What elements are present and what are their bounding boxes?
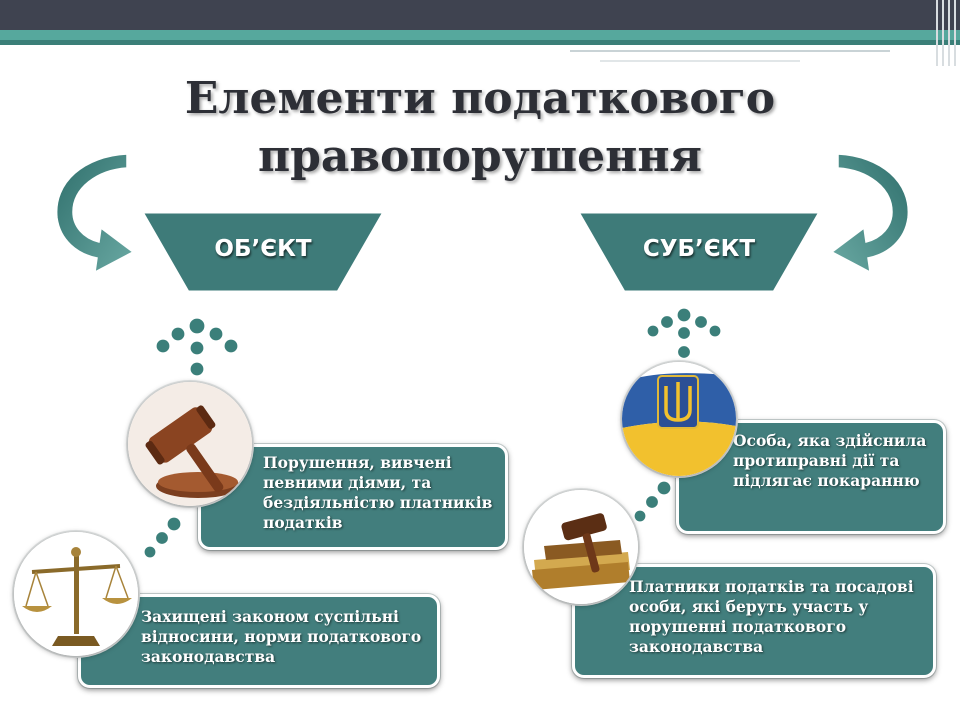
curved-arrow-right-icon [830, 153, 909, 273]
subject-header-shape [575, 210, 823, 294]
object-header-label: ОБ’ЄКТ [214, 236, 312, 262]
object-box-2: Захищені законом суспільні відносини, но… [78, 594, 440, 688]
deco-line [570, 50, 890, 52]
subject-box-1-text: Особа, яка здійснила протиправні дії та … [733, 431, 927, 490]
object-box-1-text: Порушення, вивчені певними діями, та без… [263, 453, 493, 532]
gavel-circle [128, 382, 252, 506]
edge-bars [932, 0, 960, 66]
top-stripe-dark [0, 40, 960, 45]
object-header-shape [139, 210, 387, 294]
trident-emblem-icon [622, 362, 736, 476]
title-line-1: Елементи податкового [184, 73, 776, 124]
emblem-circle [622, 362, 736, 476]
dot-cluster-left [155, 317, 239, 377]
curved-arrow-left-icon [56, 153, 135, 273]
subject-header-label: СУБ’ЄКТ [642, 236, 756, 262]
subject-box-2: Платники податків та посадові особи, які… [572, 564, 936, 678]
page-title: Елементи податкового правопорушення [0, 70, 960, 186]
scales-circle [14, 532, 138, 656]
deco-line [600, 60, 800, 62]
object-box-2-text: Захищені законом суспільні відносини, но… [141, 607, 422, 666]
books-gavel-circle [524, 490, 638, 604]
top-stripe [0, 30, 960, 40]
subject-box-2-text: Платники податків та посадові особи, які… [629, 577, 914, 656]
title-line-2: правопорушення [257, 131, 703, 182]
books-gavel-icon [524, 490, 638, 604]
top-bar [0, 0, 960, 30]
dot-cluster-right [646, 307, 722, 360]
connector-dots-left [143, 516, 182, 559]
gavel-icon [128, 382, 252, 506]
scales-icon [14, 532, 138, 656]
